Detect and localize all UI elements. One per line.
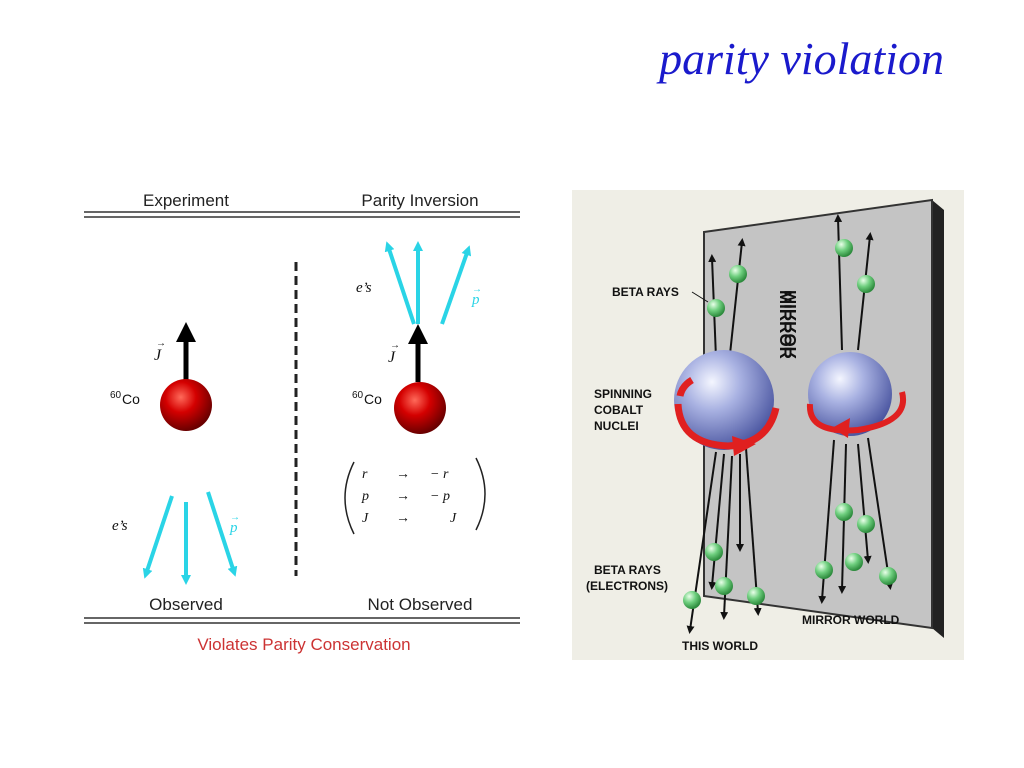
cobalt-nucleus-experiment — [160, 379, 212, 431]
cobalt-nucleus-inversion — [394, 382, 446, 434]
spin-arrowhead — [732, 436, 756, 456]
momentum-label-experiment: p — [229, 520, 238, 536]
cobalt-nucleus — [674, 350, 774, 450]
slide-title: parity violation — [659, 33, 944, 84]
electron-arrow-right-up — [440, 245, 472, 325]
electrons-label-experiment: e’s — [112, 518, 128, 534]
mirror-electron-5 — [845, 553, 863, 571]
mirror-label-group: MIRROR — [776, 290, 795, 359]
spin-arrowhead-experiment — [176, 322, 196, 342]
transform-row-j: J → J — [362, 509, 457, 526]
observed-label: Observed — [149, 595, 223, 614]
label-this-world: THIS WORLD — [682, 639, 758, 653]
mirror-cobalt-nucleus — [808, 352, 892, 436]
momentum-vector-experiment: → — [230, 512, 240, 523]
transform-row-r: r → − r — [362, 465, 449, 482]
ray-up-2 — [729, 238, 746, 355]
leader-beta-rays-top — [691, 291, 709, 303]
electron-arrow-left-down — [142, 495, 174, 579]
not-observed-label: Not Observed — [368, 595, 473, 614]
electron-4 — [715, 577, 733, 595]
mirror-electron-1 — [835, 239, 853, 257]
ray-mirror-up-2 — [857, 232, 874, 351]
mirror-electron-2 — [857, 275, 875, 293]
mirror-spin-arrow — [806, 391, 907, 434]
electron-1 — [707, 299, 725, 317]
momentum-vector-inversion: → — [472, 284, 482, 295]
arrow-over-j-inversion: → — [390, 340, 400, 351]
mirror-electron-4 — [857, 515, 875, 533]
mirror-edge — [932, 200, 944, 638]
ray-down-5 — [745, 447, 762, 616]
electron-3 — [705, 543, 723, 561]
this-world-rays — [686, 238, 762, 634]
arrow-over-j-experiment: → — [156, 338, 166, 349]
ray-mirror-down-4 — [867, 437, 894, 590]
electrons-label-inversion: e’s — [356, 280, 372, 296]
transform-row-p: p → − p — [361, 487, 450, 504]
mirror-world-illustration: MIRROR MIRROR BETA RAYS SPINN — [572, 190, 964, 660]
nucleus-label-inversion: Co — [364, 391, 382, 407]
transform-from-r: r — [362, 467, 368, 482]
label-nuclei: NUCLEI — [594, 419, 639, 433]
transform-arrow-j: → — [396, 509, 410, 525]
matrix-left-paren — [344, 461, 355, 535]
electron-5 — [683, 591, 701, 609]
electron-arrow-left-up — [384, 241, 416, 325]
electron-6 — [747, 587, 765, 605]
mirror-electron-6 — [815, 561, 833, 579]
label-spinning: SPINNING — [594, 387, 652, 401]
label-beta-rays-bottom: BETA RAYS — [594, 563, 661, 577]
transform-to-p: − p — [430, 489, 450, 504]
nucleus-mass-inversion: 60 — [352, 390, 364, 401]
transform-to-j: J — [450, 511, 457, 526]
electron-2 — [729, 265, 747, 283]
ray-down-2 — [708, 453, 725, 590]
header-parity-inversion: Parity Inversion — [361, 191, 478, 210]
ray-mirror-up-1 — [834, 214, 843, 351]
nucleus-label-experiment: Co — [122, 391, 140, 407]
mirror-electron-7 — [879, 567, 897, 585]
spin-arrowhead-inversion — [408, 324, 428, 344]
transform-from-j: J — [362, 511, 369, 526]
label-electrons: (ELECTRONS) — [586, 579, 668, 593]
nucleus-mass-experiment: 60 — [110, 390, 122, 401]
spin-arrow-back — [676, 376, 694, 397]
mirror-electron-3 — [835, 503, 853, 521]
label-mirror-world: MIRROR WORLD — [802, 613, 900, 627]
mirror-label-reflected-group: MIRROR — [781, 290, 800, 359]
ray-mirror-down-3 — [857, 443, 872, 564]
mirror-label-reflected: MIRROR — [781, 290, 800, 359]
momentum-label-inversion: p — [471, 292, 480, 308]
electron-arrow-right-down — [206, 491, 238, 577]
transform-from-p: p — [361, 489, 369, 504]
mirror-spin-arrowhead — [832, 418, 850, 438]
spin-label-experiment: J — [154, 347, 162, 364]
label-beta-rays-top: BETA RAYS — [612, 285, 679, 299]
label-cobalt: COBALT — [594, 403, 644, 417]
spin-arrow — [674, 403, 780, 450]
transform-arrow-r: → — [396, 465, 410, 481]
parity-experiment-diagram: Experiment Parity Inversion J → 60 Co e’… — [84, 191, 520, 654]
transform-to-r: − r — [430, 467, 449, 482]
transform-arrow-p: → — [396, 487, 410, 503]
matrix-right-paren — [475, 457, 486, 531]
mirror-label: MIRROR — [776, 290, 795, 359]
spin-label-inversion: J — [388, 349, 396, 366]
header-experiment: Experiment — [143, 191, 229, 210]
caption-violates-parity: Violates Parity Conservation — [197, 635, 410, 654]
